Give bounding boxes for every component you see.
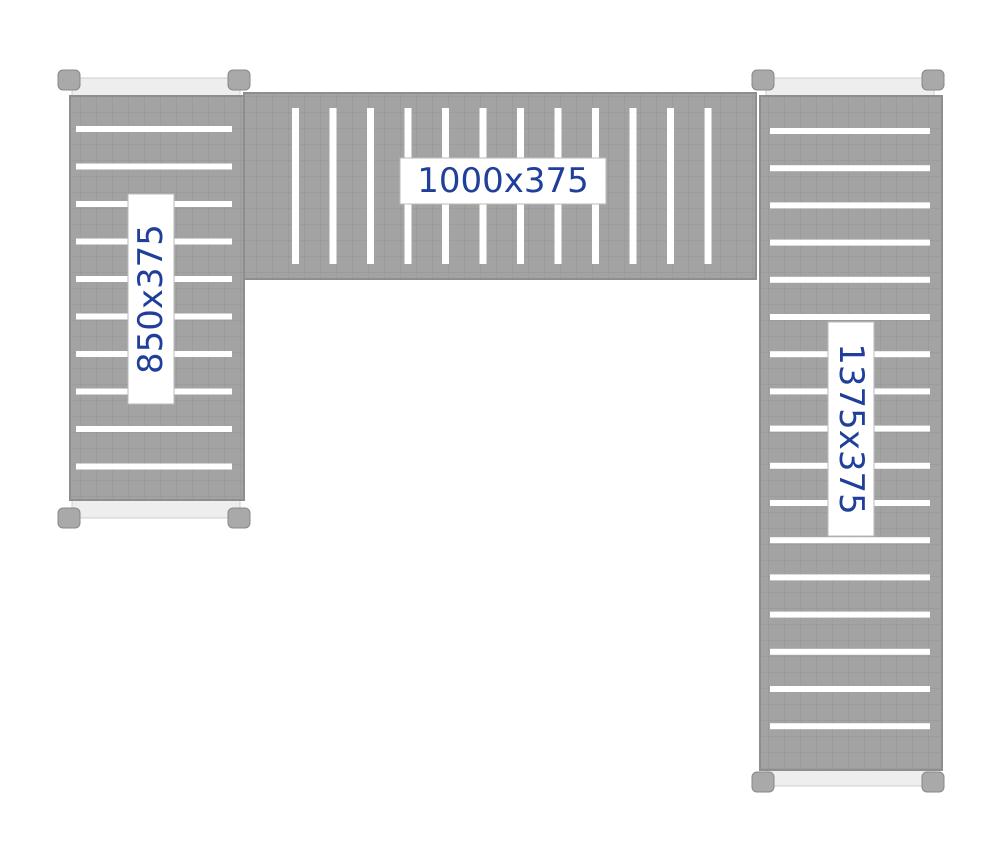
slat-top (329, 108, 337, 264)
connector-left-tr (227, 69, 251, 91)
section-right: 1375x375 (751, 69, 945, 793)
section-label-top: 1000x375 (417, 161, 589, 201)
slat-right (770, 239, 930, 246)
slat-top (667, 108, 674, 264)
label-box-top (399, 157, 607, 205)
slat-top (292, 108, 299, 264)
connector-left-bl (57, 507, 81, 529)
connector-right-tr (921, 69, 945, 91)
section-label-left: 850x375 (131, 224, 171, 374)
slat-right (770, 128, 930, 134)
slat-left (76, 426, 232, 432)
slat-left (76, 126, 232, 132)
section-top: 1000x375 (243, 92, 757, 280)
slat-right (770, 165, 930, 172)
slat-right (770, 648, 930, 655)
slat-right (770, 276, 930, 283)
slat-right (770, 574, 930, 581)
slat-right (770, 723, 930, 730)
label-box-left (127, 193, 175, 405)
slat-top (704, 108, 712, 264)
slat-left (76, 163, 232, 170)
slat-top (629, 108, 637, 264)
slat-right (770, 202, 930, 209)
slat-top (367, 108, 374, 264)
slat-left (76, 463, 232, 470)
slat-right (770, 686, 930, 692)
slat-right (770, 314, 930, 320)
section-left: 850x375 (57, 69, 251, 529)
section-label-right: 1375x375 (831, 343, 871, 515)
slat-right (770, 611, 930, 618)
connector-right-bl (751, 771, 775, 793)
connector-right-tl (751, 69, 775, 91)
connector-left-br (227, 507, 251, 529)
label-box-right (827, 321, 875, 537)
connector-left-tl (57, 69, 81, 91)
connector-right-br (921, 771, 945, 793)
slat-right (770, 537, 930, 544)
